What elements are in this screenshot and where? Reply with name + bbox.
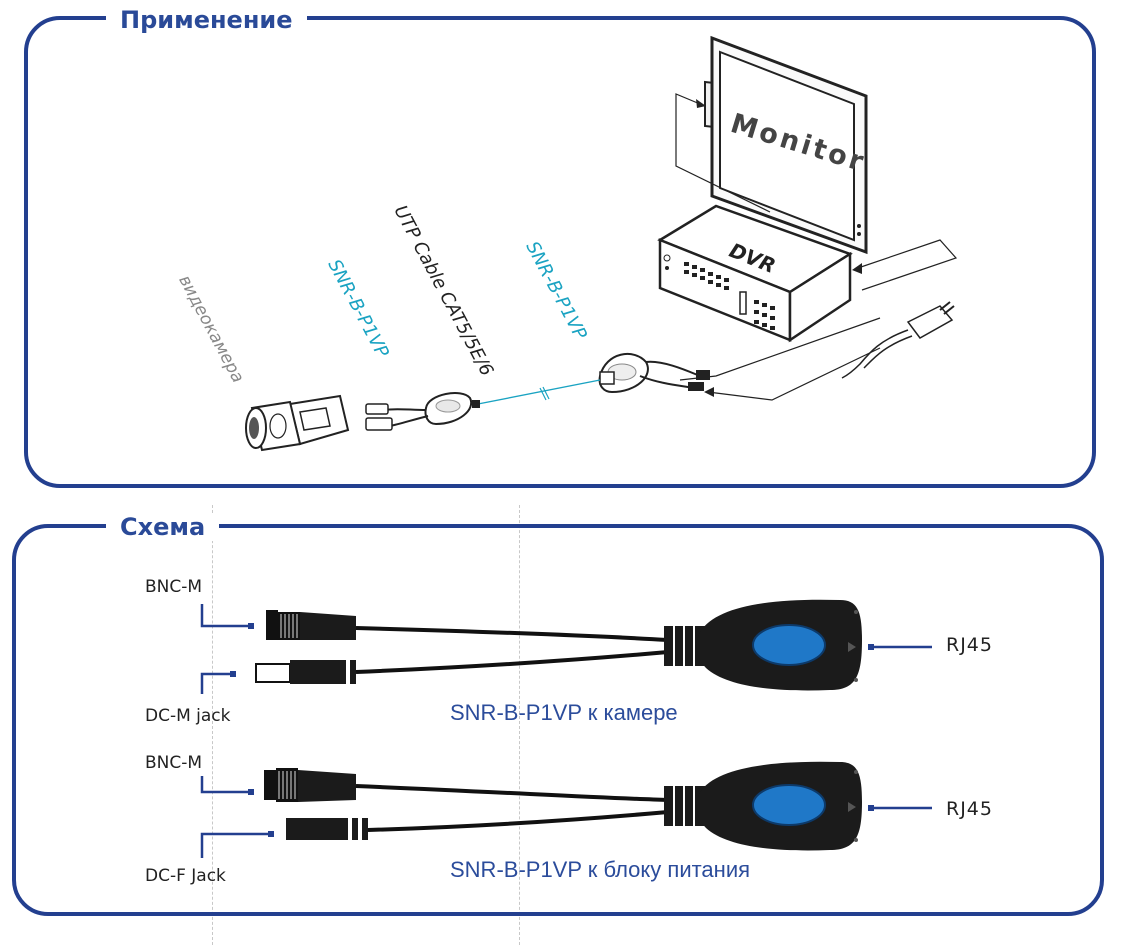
caption-bottom: SNR-B-P1VP к блоку питания [450, 857, 751, 882]
bnc-label-top: BNC-M [145, 577, 203, 597]
guide-line [212, 505, 213, 945]
device-top [200, 599, 932, 694]
dc-label-top: DC-M jack [145, 706, 231, 726]
guide-line [519, 505, 520, 945]
device-bottom [200, 761, 932, 858]
transceiver-left [365, 392, 473, 431]
application-frame [24, 16, 1096, 488]
transceiver-right [598, 353, 710, 394]
dvr [657, 204, 853, 343]
application-title: Применение [106, 6, 307, 34]
monitor [710, 35, 868, 255]
caption-top: SNR-B-P1VP к камере [450, 700, 678, 725]
power-adapter [841, 301, 955, 379]
rj45-label-bottom: RJ45 [946, 798, 993, 820]
dc-label-bottom: DC-F Jack [145, 866, 226, 886]
scheme-frame [12, 524, 1104, 916]
camera [245, 394, 350, 452]
bnc-label-bottom: BNC-M [145, 753, 203, 773]
scheme-title: Схема [106, 513, 220, 541]
rj45-label-top: RJ45 [946, 634, 993, 656]
